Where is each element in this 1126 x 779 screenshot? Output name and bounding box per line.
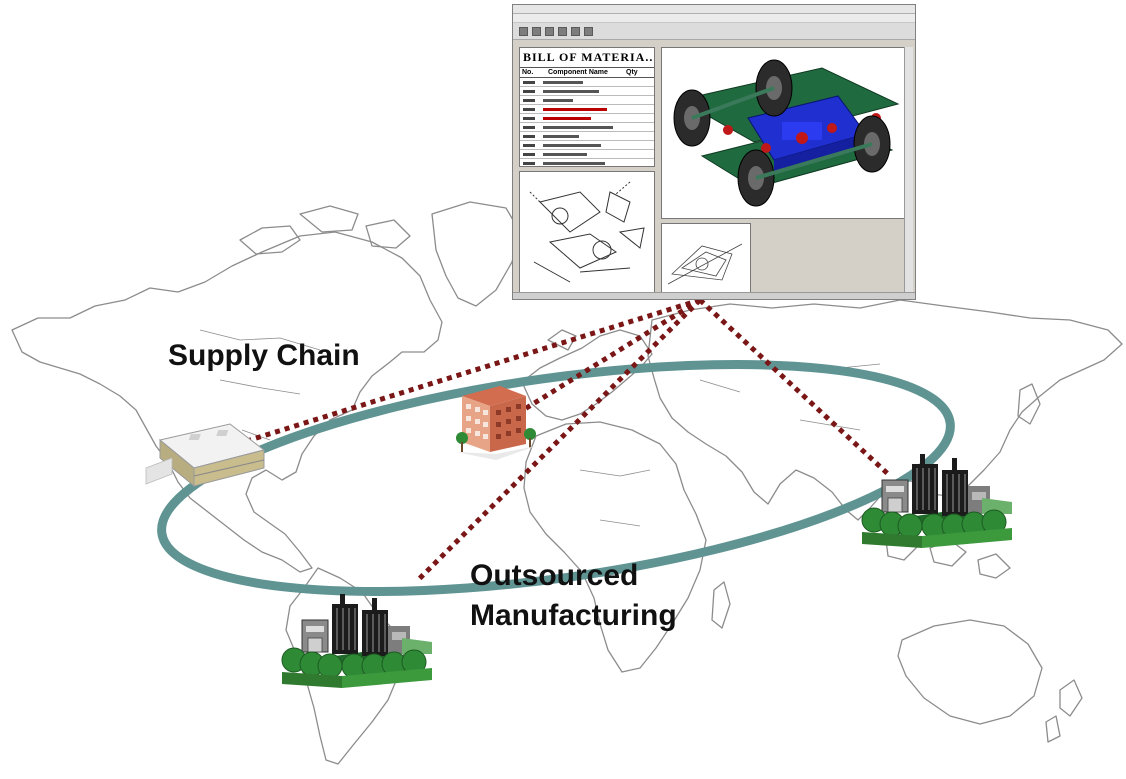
link-factory-east <box>698 298 890 476</box>
bom-row-text <box>543 134 579 138</box>
link-warehouse <box>249 297 701 443</box>
bom-row-number <box>523 98 535 102</box>
window-menubar <box>513 14 915 23</box>
software-window: BILL OF MATERIA... No. Component Name Qt… <box>512 4 916 300</box>
bom-row <box>520 114 654 123</box>
exploded-drawing <box>529 181 645 283</box>
link-office <box>518 297 702 415</box>
toolbar-button <box>584 26 593 36</box>
detail-drawing <box>667 243 743 285</box>
rail-bogie-model <box>673 59 900 207</box>
bom-row-text <box>543 116 591 120</box>
bom-col-no: No. <box>522 69 534 76</box>
bom-row-text <box>543 125 613 129</box>
landmass-australia <box>897 619 1043 725</box>
landmass-greenland <box>431 201 521 307</box>
bom-rows <box>520 78 654 166</box>
bom-row-number <box>523 152 535 156</box>
bom-row-number <box>523 107 535 111</box>
bom-row <box>520 78 654 87</box>
bom-row-text <box>543 161 605 165</box>
factory-icon-south <box>281 593 433 689</box>
bom-col-qty: Qty <box>626 69 638 76</box>
office-building-icon <box>456 386 536 460</box>
bom-row-number <box>523 116 535 120</box>
landmass-arctic-islands <box>239 205 411 255</box>
toolbar-button <box>532 26 541 36</box>
outsourced-label-line2: Manufacturing <box>470 599 677 632</box>
exploded-drawing-panel <box>519 171 655 295</box>
bom-row <box>520 123 654 132</box>
landmass-asia <box>647 299 1123 521</box>
bom-header: No. Component Name Qty <box>520 68 654 78</box>
detail-drawing-panel <box>661 223 751 295</box>
bom-row-text <box>543 107 607 111</box>
bom-row-number <box>523 125 535 129</box>
landmass-north-america <box>11 231 443 573</box>
bom-row-number <box>523 134 535 138</box>
bom-row-number <box>523 161 535 165</box>
bom-row-text <box>543 89 599 93</box>
bom-row-text <box>543 143 601 147</box>
bom-row <box>520 96 654 105</box>
bill-of-materials-panel: BILL OF MATERIA... No. Component Name Qt… <box>519 47 655 167</box>
outsourced-label-line1: Outsourced <box>470 559 639 592</box>
bom-row-number <box>523 89 535 93</box>
bom-row <box>520 132 654 141</box>
bom-row <box>520 159 654 166</box>
window-toolbar <box>513 23 915 40</box>
supply-chain-ring <box>157 360 955 596</box>
landmass-africa <box>523 421 707 673</box>
bom-row-text <box>543 152 587 156</box>
bom-row-text <box>543 80 583 84</box>
window-titlebar <box>513 5 915 14</box>
toolbar-button <box>571 26 580 36</box>
bom-row-text <box>543 98 573 102</box>
landmass-madagascar <box>711 581 731 629</box>
bom-col-name: Component Name <box>548 69 608 76</box>
bom-row-number <box>523 143 535 147</box>
window-statusbar <box>513 292 915 299</box>
window-scrollbar <box>904 47 913 297</box>
bom-row <box>520 150 654 159</box>
warehouse-icon <box>145 423 266 488</box>
toolbar-button <box>519 26 528 36</box>
link-factory-south <box>416 298 702 582</box>
bom-title: BILL OF MATERIA... <box>520 48 654 68</box>
supply-chain-label: Supply Chain <box>168 339 360 372</box>
bom-row <box>520 141 654 150</box>
data-links <box>249 297 890 582</box>
toolbar-button <box>558 26 567 36</box>
bom-row <box>520 105 654 114</box>
toolbar-button <box>545 26 554 36</box>
landmass-new-zealand <box>1045 679 1083 743</box>
bom-row-number <box>523 80 535 84</box>
bom-row <box>520 87 654 96</box>
3d-model-viewport <box>661 47 907 219</box>
factory-icon-east <box>861 453 1013 549</box>
landmass-japan <box>1017 383 1041 425</box>
